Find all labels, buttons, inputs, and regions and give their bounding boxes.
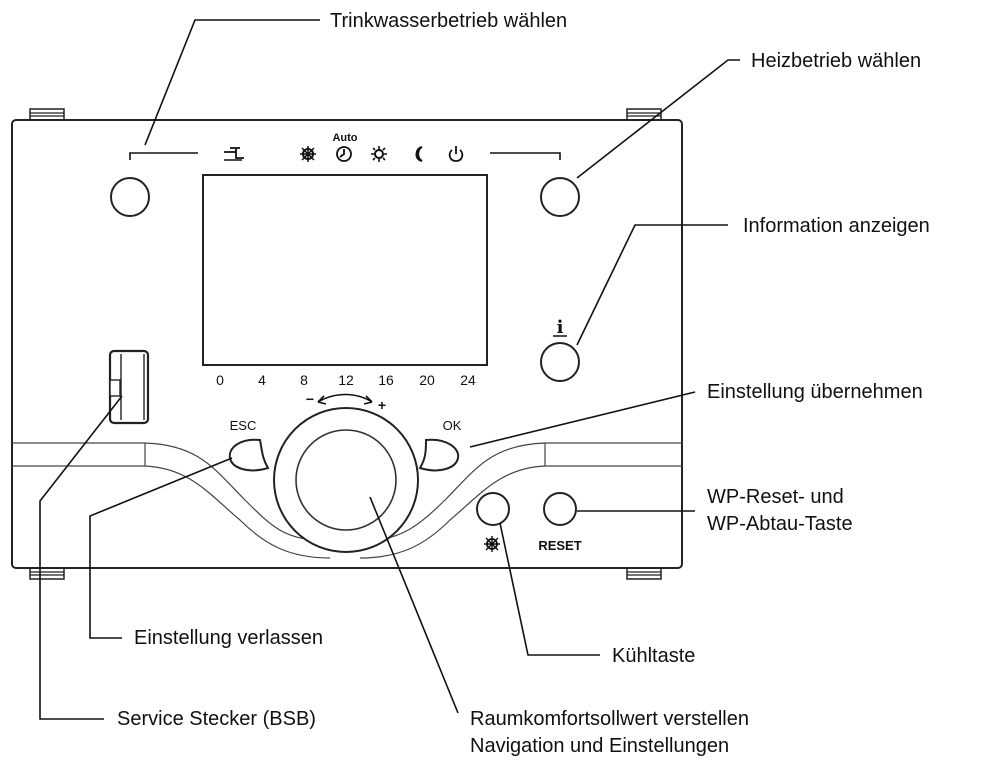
cooling-icon xyxy=(300,146,316,162)
moon-icon xyxy=(415,146,423,162)
dhw-mode-button[interactable] xyxy=(110,177,150,217)
reset-button[interactable] xyxy=(543,492,577,526)
knob-plus-label: + xyxy=(378,397,386,413)
callout-heating-mode: Heizbetrieb wählen xyxy=(751,50,921,72)
callout-service-plug: Service Stecker (BSB) xyxy=(117,708,316,730)
tick-0: 0 xyxy=(216,372,224,388)
service-plug[interactable] xyxy=(108,349,150,425)
ok-label: OK xyxy=(443,418,462,433)
callout-escape: Einstellung verlassen xyxy=(134,627,323,649)
esc-button[interactable] xyxy=(228,438,270,472)
leader-info xyxy=(576,224,728,346)
cooling-button[interactable] xyxy=(476,492,510,526)
cooling-button-icon xyxy=(484,536,500,552)
clock-icon xyxy=(336,146,352,162)
info-icon: i xyxy=(553,317,567,338)
dhw-bracket xyxy=(129,152,198,160)
rotary-knob-inner xyxy=(295,429,397,531)
sun-icon xyxy=(371,146,387,162)
callout-cooling: Kühltaste xyxy=(612,645,695,667)
leader-esc xyxy=(89,457,233,639)
reset-label: RESET xyxy=(538,538,581,553)
display-screen xyxy=(202,174,488,366)
callout-info: Information anzeigen xyxy=(743,215,930,237)
leader-heating xyxy=(576,59,740,179)
tap-icon xyxy=(224,147,244,161)
leader-ok xyxy=(469,391,696,448)
tick-12: 12 xyxy=(338,372,354,388)
leader-knob xyxy=(369,496,459,714)
rotary-knob[interactable] xyxy=(273,407,419,553)
ok-button[interactable] xyxy=(418,438,460,472)
power-icon xyxy=(448,146,464,162)
leader-dhw xyxy=(144,19,320,146)
callout-knob-line2: Navigation und Einstellungen xyxy=(470,735,729,757)
callout-dhw-mode: Trinkwasserbetrieb wählen xyxy=(330,10,567,32)
esc-label: ESC xyxy=(230,418,257,433)
svg-text:i: i xyxy=(557,317,564,338)
info-button[interactable] xyxy=(540,342,580,382)
tick-24: 24 xyxy=(460,372,476,388)
leader-lines xyxy=(39,19,740,720)
tick-4: 4 xyxy=(258,372,266,388)
callout-confirm: Einstellung übernehmen xyxy=(707,381,923,403)
callout-reset-line2: WP-Abtau-Taste xyxy=(707,513,853,535)
knob-direction-indicator: − + xyxy=(306,391,386,413)
leader-cooling xyxy=(499,522,600,656)
mode-bracket xyxy=(490,152,561,160)
tick-16: 16 xyxy=(378,372,394,388)
time-scale: 0 4 8 12 16 20 24 xyxy=(216,372,476,388)
lower-panel xyxy=(12,442,682,559)
tick-20: 20 xyxy=(419,372,435,388)
callout-knob-line1: Raumkomfortsollwert verstellen xyxy=(470,708,749,730)
leader-service xyxy=(39,395,123,720)
auto-label: Auto xyxy=(332,132,357,144)
knob-minus-label: − xyxy=(306,391,314,407)
heating-mode-button[interactable] xyxy=(540,177,580,217)
callout-reset-line1: WP-Reset- und xyxy=(707,486,844,508)
tick-8: 8 xyxy=(300,372,308,388)
